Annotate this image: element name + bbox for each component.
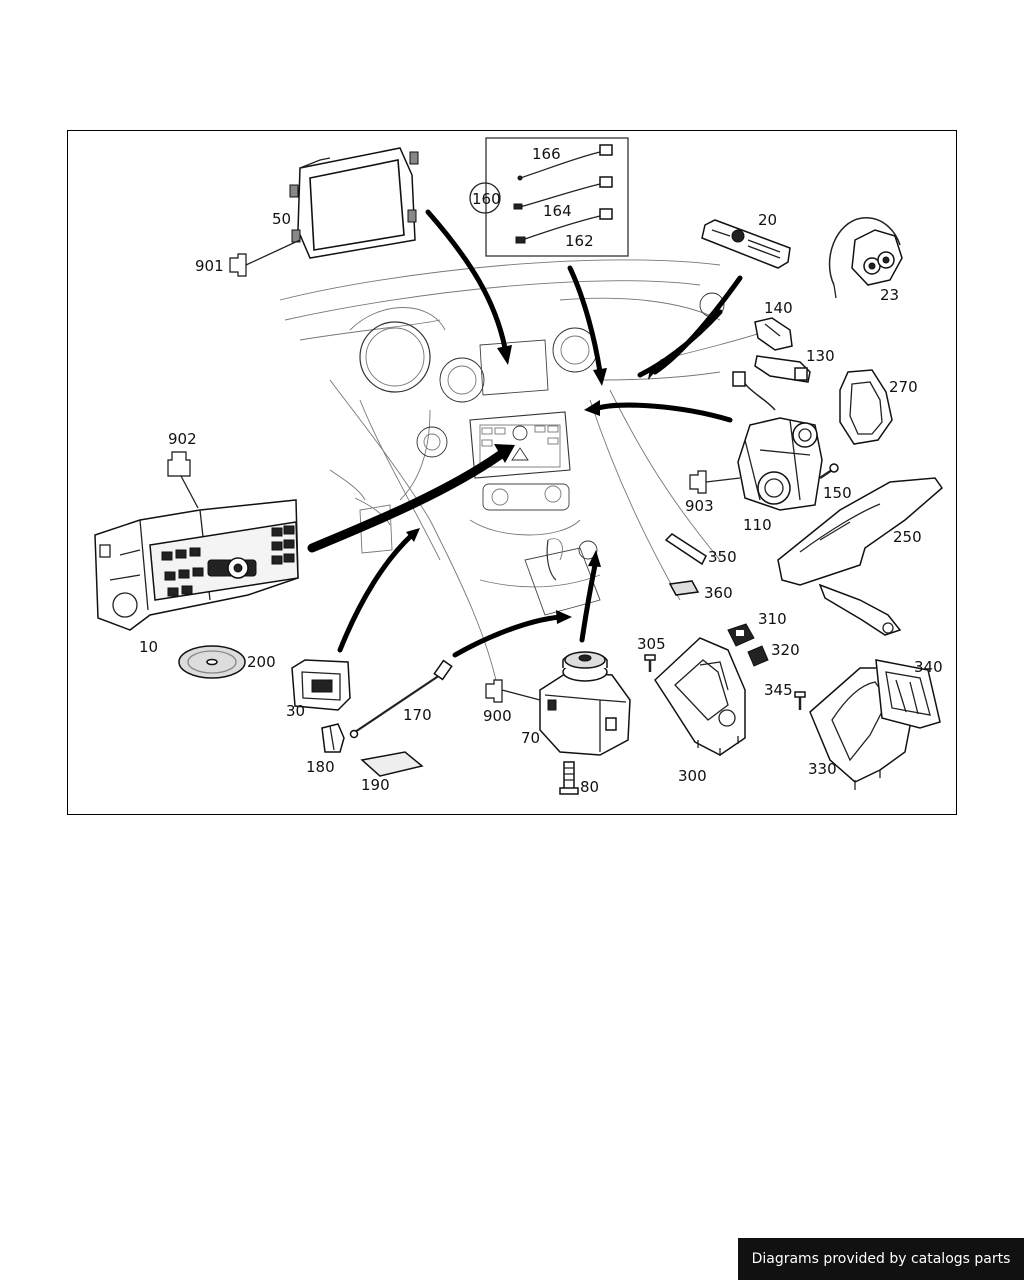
callout-160: 160 [472, 190, 501, 208]
callout-340: 340 [914, 658, 943, 676]
callout-80: 80 [580, 778, 599, 796]
callout-190: 190 [361, 776, 390, 794]
part-pad-190 [360, 751, 424, 777]
part-screw-305 [644, 654, 656, 672]
connector-symbol-903 [689, 470, 741, 494]
part-bracket-130 [754, 355, 811, 383]
callout-360: 360 [704, 584, 733, 602]
footer-text: Diagrams provided by catalogs parts [751, 1251, 1011, 1267]
callout-270: 270 [889, 378, 918, 396]
part-module-110 [732, 371, 823, 511]
part-ring-270 [839, 369, 893, 445]
part-display-50 [289, 147, 419, 259]
callout-200: 200 [247, 653, 276, 671]
head-unit-buttons [161, 525, 295, 597]
callout-350: 350 [708, 548, 737, 566]
part-head-unit-10 [94, 499, 299, 631]
callout-10: 10 [139, 638, 158, 656]
callout-170: 170 [403, 706, 432, 724]
callout-330: 330 [808, 760, 837, 778]
callout-70: 70 [521, 729, 540, 747]
connector-symbol-900 [485, 679, 541, 703]
part-cable-set-160 [485, 137, 629, 257]
callout-320: 320 [771, 641, 800, 659]
footer-badge: Diagrams provided by catalogs parts [738, 1238, 1024, 1280]
callout-903: 903 [685, 497, 714, 515]
callout-180: 180 [306, 758, 335, 776]
assembly-arrows [307, 209, 743, 658]
part-strip-350 [664, 533, 707, 566]
callout-30: 30 [286, 702, 305, 720]
callout-305: 305 [637, 635, 666, 653]
callout-901: 901 [195, 257, 224, 275]
callout-110: 110 [743, 516, 772, 534]
callout-166: 166 [532, 145, 561, 163]
part-bolt-80 [559, 761, 579, 795]
part-switch-310 [727, 623, 755, 647]
part-panel-340 [875, 659, 941, 729]
callout-130: 130 [806, 347, 835, 365]
callout-164: 164 [543, 202, 572, 220]
callout-20: 20 [758, 211, 777, 229]
exploded-parts-diagram: 50 901 160 166 164 162 20 23 [94, 137, 944, 796]
callout-310: 310 [758, 610, 787, 628]
part-trim-250 [777, 477, 944, 636]
part-console-300 [654, 637, 746, 756]
connector-symbol-902 [167, 451, 199, 509]
part-bracket-140 [754, 317, 793, 351]
part-switch-320 [747, 645, 769, 667]
callout-140: 140 [764, 299, 793, 317]
part-label-360 [668, 580, 700, 596]
callout-150: 150 [823, 484, 852, 502]
callout-345: 345 [764, 681, 793, 699]
part-speaker-23 [828, 217, 903, 299]
callout-50: 50 [272, 210, 291, 228]
center-stack-buttons [481, 425, 559, 461]
part-disc-200 [178, 645, 246, 679]
part-clip-180 [321, 723, 345, 753]
part-screw-150 [819, 463, 839, 480]
callout-250: 250 [893, 528, 922, 546]
callout-902: 902 [168, 430, 197, 448]
part-screw-345 [794, 691, 806, 710]
part-controller-70 [539, 651, 631, 756]
callout-162: 162 [565, 232, 594, 250]
part-remote-20 [701, 219, 791, 269]
part-socket-30 [291, 659, 351, 711]
part-cable-170 [349, 659, 453, 739]
callout-160-circle [469, 182, 501, 214]
callout-300: 300 [678, 767, 707, 785]
callout-23: 23 [880, 286, 899, 304]
callout-900: 900 [483, 707, 512, 725]
dashboard-lineart [279, 259, 771, 701]
connector-symbol-901 [229, 239, 301, 277]
